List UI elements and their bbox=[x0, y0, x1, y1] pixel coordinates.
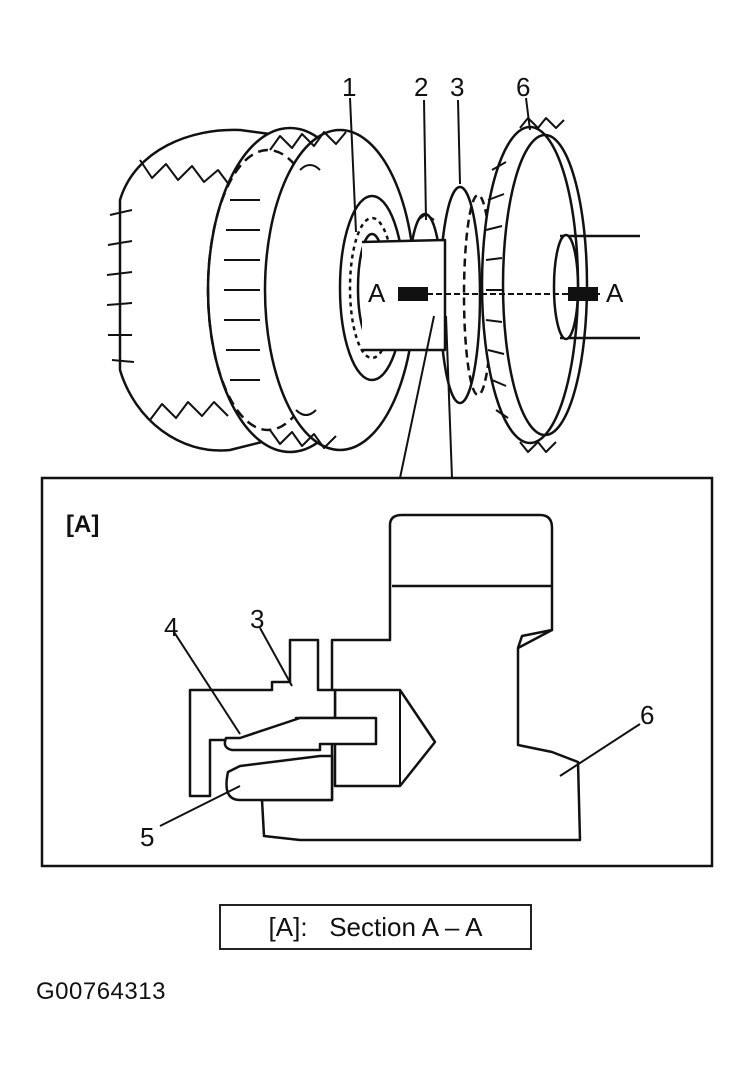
callout-leader-6 bbox=[525, 97, 531, 131]
section-caption: [A]: Section A – A bbox=[219, 904, 532, 950]
detail-callout-3: 3 bbox=[250, 604, 264, 634]
detail-leader-right bbox=[445, 315, 453, 479]
callout-2: 2 bbox=[414, 72, 428, 102]
callout-leader-3 bbox=[457, 99, 461, 185]
right-gear bbox=[480, 117, 589, 453]
callout-3: 3 bbox=[450, 72, 464, 102]
callout-leader-2 bbox=[423, 99, 427, 221]
detail-leader-left bbox=[399, 315, 435, 479]
detail-title: [A] bbox=[66, 511, 99, 538]
callout-leader-1 bbox=[349, 97, 357, 233]
section-a-a-drawing bbox=[188, 513, 582, 842]
detail-leader-4 bbox=[173, 631, 241, 735]
detail-leader-6 bbox=[559, 723, 641, 777]
detail-leader-3 bbox=[259, 627, 293, 687]
gear-assembly-illustration bbox=[106, 97, 640, 479]
detail-callout-5: 5 bbox=[140, 822, 154, 852]
section-mark-left: A bbox=[368, 278, 386, 308]
detail-callout-4: 4 bbox=[164, 612, 178, 642]
detail-callout-6: 6 bbox=[640, 700, 654, 730]
caption-prefix: [A]: bbox=[268, 911, 308, 942]
section-mark-right: A bbox=[606, 278, 624, 308]
detail-box bbox=[40, 476, 714, 868]
figure-id: G00764313 bbox=[36, 978, 166, 1005]
section-line-a-a bbox=[398, 287, 600, 301]
callout-1: 1 bbox=[342, 72, 356, 102]
detail-leader-5 bbox=[159, 785, 241, 827]
caption-text: Section A – A bbox=[329, 911, 483, 942]
callout-6: 6 bbox=[516, 72, 530, 102]
